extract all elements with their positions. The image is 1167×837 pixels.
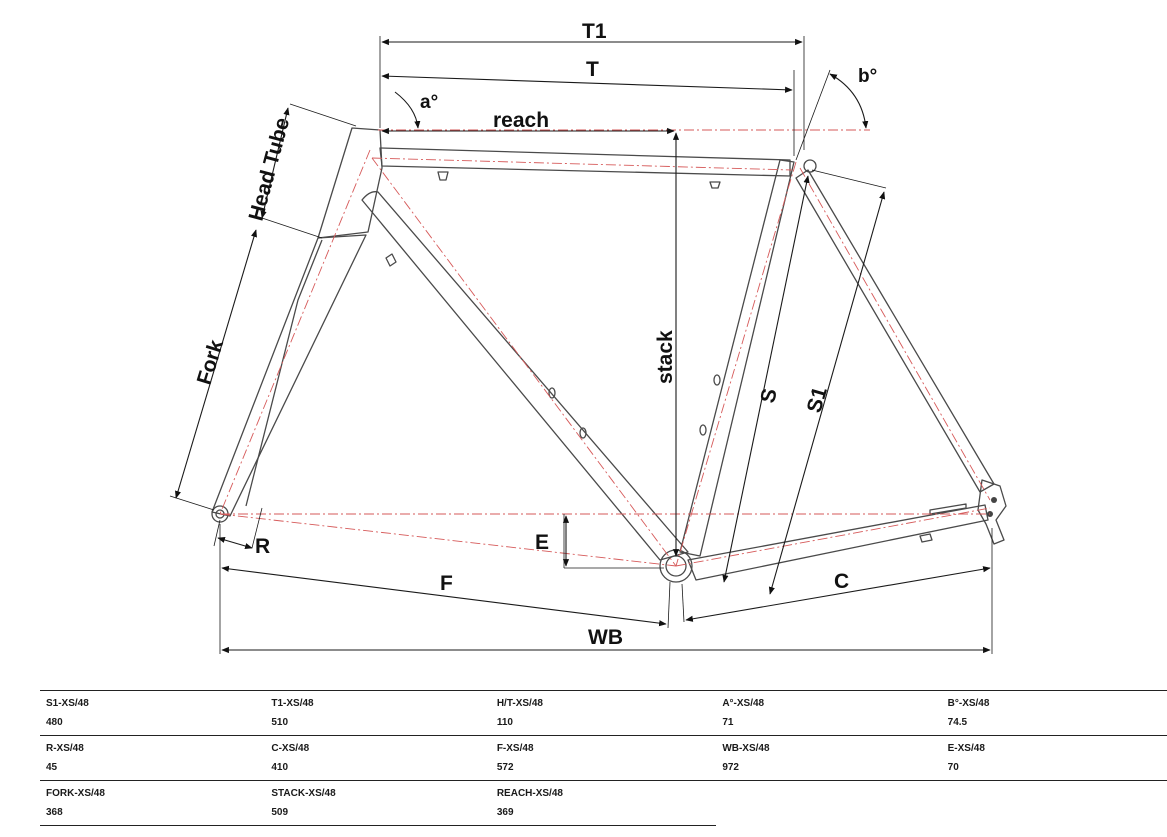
label-e: E bbox=[535, 531, 549, 554]
geometry-cell-value: 110 bbox=[496, 717, 513, 728]
geometry-cell-value: 368 bbox=[46, 807, 63, 818]
bike-frame-geometry-diagram: T1 T reach a° b° Head Tube Fork stack S … bbox=[169, 20, 1007, 654]
geometry-cell-value: 369 bbox=[496, 807, 514, 818]
label-stack: stack bbox=[654, 330, 677, 384]
label-wb: WB bbox=[588, 626, 623, 649]
geometry-cell-value: 45 bbox=[46, 762, 58, 773]
seat-clamp bbox=[803, 159, 817, 173]
geometry-cell-value: 480 bbox=[46, 717, 63, 728]
label-f: F bbox=[440, 572, 453, 595]
t-dimension bbox=[381, 73, 793, 93]
geometry-cell: R-XS/48 45 bbox=[40, 735, 266, 781]
geometry-cell-value: 74.5 bbox=[947, 717, 968, 728]
a-angle-arc bbox=[394, 91, 421, 129]
geometry-cell: STACK-XS/48 509 bbox=[265, 780, 491, 826]
head-tube-dimension bbox=[260, 107, 290, 219]
label-t: T bbox=[586, 58, 599, 81]
geometry-cell-label: B°-XS/48 bbox=[947, 698, 990, 709]
geometry-table: S1-XS/48 480 T1-XS/48 510 H/T-XS/48 110 A°-XS/… bbox=[40, 690, 1167, 826]
centerlines bbox=[219, 129, 991, 567]
geometry-cell-label: R-XS/48 bbox=[46, 743, 84, 754]
geometry-cell-label: FORK-XS/48 bbox=[46, 788, 105, 799]
b-angle-arc bbox=[829, 73, 869, 129]
geometry-cell: H/T-XS/48 110 bbox=[490, 690, 717, 736]
geometry-cell: S1-XS/48 480 bbox=[40, 690, 266, 736]
label-a-angle: a° bbox=[420, 92, 438, 113]
label-head-tube: Head Tube bbox=[245, 115, 295, 223]
geometry-cell-label: H/T-XS/48 bbox=[496, 698, 543, 709]
geometry-cell-label: A°-XS/48 bbox=[722, 698, 765, 709]
geometry-row: S1-XS/48 480 T1-XS/48 510 H/T-XS/48 110 A°-XS/… bbox=[40, 690, 1167, 736]
geometry-cell: B°-XS/48 74.5 bbox=[941, 690, 1167, 736]
geometry-cell-label: STACK-XS/48 bbox=[271, 788, 336, 799]
geometry-cell-value: 510 bbox=[271, 717, 289, 728]
geometry-cell-label: S1-XS/48 bbox=[46, 698, 89, 709]
geometry-row: R-XS/48 45 C-XS/48 410 F-XS/48 572 WB-XS/48 972… bbox=[40, 735, 1167, 781]
f-dimension bbox=[221, 565, 667, 627]
label-t1: T1 bbox=[582, 20, 607, 43]
geometry-cell-value: 70 bbox=[947, 762, 959, 773]
seat-stays bbox=[795, 169, 995, 493]
label-fork: Fork bbox=[193, 337, 228, 388]
label-reach: reach bbox=[493, 109, 549, 132]
seat-tube bbox=[679, 159, 795, 557]
down-tube bbox=[361, 191, 689, 561]
geometry-cell: T1-XS/48 510 bbox=[265, 690, 491, 736]
geometry-cell-label: C-XS/48 bbox=[271, 743, 310, 754]
fork-blades bbox=[211, 234, 367, 517]
r-dimension bbox=[217, 537, 253, 549]
label-c: C bbox=[834, 570, 849, 593]
geometry-cell-label: REACH-XS/48 bbox=[496, 788, 563, 799]
geometry-cell-value: 572 bbox=[496, 762, 514, 773]
head-tube bbox=[317, 127, 383, 239]
label-r: R bbox=[255, 535, 270, 558]
label-s: S bbox=[756, 387, 781, 405]
s-dimension bbox=[722, 175, 810, 583]
geometry-cell-label: WB-XS/48 bbox=[722, 743, 770, 754]
geometry-cell-value: 972 bbox=[722, 762, 739, 773]
c-dimension bbox=[685, 566, 991, 622]
geometry-row: FORK-XS/48 368 STACK-XS/48 509 REACH-XS/48 36… bbox=[40, 780, 1167, 826]
geometry-cell-label: T1-XS/48 bbox=[271, 698, 314, 709]
geometry-cell: FORK-XS/48 368 bbox=[40, 780, 266, 826]
label-b-angle: b° bbox=[858, 66, 877, 87]
geometry-cell-value: 71 bbox=[722, 717, 734, 728]
dimension-labels: T1 T reach a° b° Head Tube Fork stack S … bbox=[193, 20, 877, 649]
geometry-cell: C-XS/48 410 bbox=[265, 735, 491, 781]
geometry-cell-value: 410 bbox=[271, 762, 289, 773]
geometry-cell-value: 509 bbox=[271, 807, 289, 818]
geometry-cell: REACH-XS/48 369 bbox=[490, 780, 717, 826]
s1-dimension bbox=[768, 191, 886, 595]
label-s1: S1 bbox=[803, 384, 832, 415]
geometry-cell-label: E-XS/48 bbox=[947, 743, 985, 754]
fork-dimension bbox=[175, 229, 257, 499]
geometry-cell: A°-XS/48 71 bbox=[716, 690, 942, 736]
geometry-cell: WB-XS/48 972 bbox=[716, 735, 942, 781]
dimension-lines bbox=[169, 36, 993, 654]
geometry-cell: F-XS/48 572 bbox=[490, 735, 717, 781]
geometry-table-body: S1-XS/48 480 T1-XS/48 510 H/T-XS/48 110 A°-XS/… bbox=[40, 690, 1167, 826]
geometry-cell-label: F-XS/48 bbox=[496, 743, 534, 754]
geometry-cell: E-XS/48 70 bbox=[941, 735, 1167, 781]
rear-dropout bbox=[977, 479, 1007, 545]
